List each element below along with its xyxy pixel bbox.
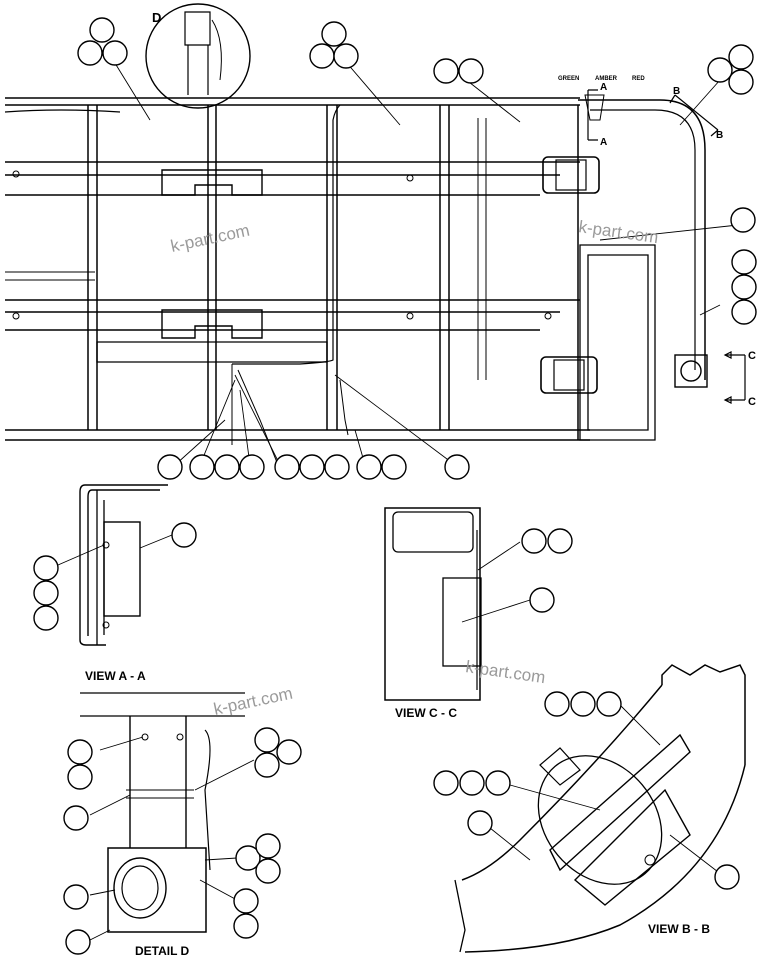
callout-circle-icon[interactable] (570, 691, 596, 717)
view-cc-title: VIEW C - C (395, 706, 457, 720)
callout-circle-icon[interactable] (529, 587, 555, 613)
callout-circle-icon[interactable] (254, 752, 280, 778)
callout-circle-icon[interactable] (321, 21, 347, 47)
callout-circle-icon[interactable] (63, 805, 89, 831)
callout-circle-icon[interactable] (276, 739, 302, 765)
callout-circle-icon[interactable] (233, 913, 259, 939)
section-a-top-label: A (600, 82, 607, 93)
view-bb-title: VIEW B - B (648, 922, 710, 936)
callout-circle-icon[interactable] (239, 454, 265, 480)
callout-circle-icon[interactable] (157, 454, 183, 480)
callout-circle-icon[interactable] (33, 605, 59, 631)
section-b-bottom-label: B (716, 130, 723, 141)
callout-circle-icon[interactable] (77, 40, 103, 66)
wire-red-label: RED (632, 76, 645, 82)
detail-d: DETAIL D (80, 692, 255, 958)
callout-circle-icon[interactable] (333, 43, 359, 69)
callout-circle-icon[interactable] (521, 528, 547, 554)
lamp-icon (542, 156, 600, 194)
lamp-icon (674, 354, 708, 388)
callout-circle-icon[interactable] (731, 299, 757, 325)
callout-circle-icon[interactable] (433, 770, 459, 796)
section-b-top-label: B (673, 86, 680, 97)
lamp-icon (540, 356, 598, 394)
callout-circle-icon[interactable] (596, 691, 622, 717)
callout-circle-icon[interactable] (67, 764, 93, 790)
callout-circle-icon[interactable] (444, 454, 470, 480)
watermark: k-part.com (212, 684, 294, 719)
view-a-a: VIEW A - A (57, 484, 173, 683)
lamp-icon (113, 857, 167, 919)
section-arrow-icon (723, 351, 732, 404)
detail-d-title: DETAIL D (135, 944, 190, 958)
section-c-bottom-label: C (748, 396, 756, 408)
wire-green-label: GREEN (558, 76, 579, 82)
callout-circle-icon[interactable] (714, 864, 740, 890)
view-aa-title: VIEW A - A (85, 669, 146, 683)
callout-circle-icon[interactable] (214, 454, 240, 480)
callout-circle-icon[interactable] (730, 207, 756, 233)
callout-circle-icon[interactable] (458, 58, 484, 84)
callout-circle-icon[interactable] (89, 17, 115, 43)
callout-circle-icon[interactable] (547, 528, 573, 554)
callout-circle-icon[interactable] (467, 810, 493, 836)
view-b-b: VIEW B - B (454, 664, 746, 953)
callout-circle-icon[interactable] (255, 858, 281, 884)
callout-circle-icon[interactable] (299, 454, 325, 480)
callout-circle-icon[interactable] (728, 44, 754, 70)
callout-circle-icon[interactable] (433, 58, 459, 84)
callout-circle-icon[interactable] (33, 555, 59, 581)
callout-circle-icon[interactable] (67, 739, 93, 765)
section-a-bottom-label: A (600, 137, 607, 148)
callout-circle-icon[interactable] (63, 884, 89, 910)
callout-circle-icon[interactable] (235, 845, 261, 871)
callout-circle-icon[interactable] (728, 69, 754, 95)
callout-circle-icon[interactable] (65, 929, 91, 955)
callout-circle-icon[interactable] (381, 454, 407, 480)
callout-circle-icon[interactable] (254, 727, 280, 753)
callout-circle-icon[interactable] (309, 43, 335, 69)
detail-d-marker: D (152, 10, 161, 25)
callout-circle-icon[interactable] (324, 454, 350, 480)
section-c-top-label: C (748, 350, 756, 362)
callout-circle-icon[interactable] (255, 833, 281, 859)
callout-circle-icon[interactable] (485, 770, 511, 796)
callout-circle-icon[interactable] (102, 40, 128, 66)
view-c-c: VIEW C - C (384, 507, 531, 720)
callout-circle-icon[interactable] (459, 770, 485, 796)
callout-group (33, 17, 757, 955)
callout-circle-icon[interactable] (233, 888, 259, 914)
callout-circle-icon[interactable] (731, 274, 757, 300)
callout-circle-icon[interactable] (707, 57, 733, 83)
watermark: k-part.com (577, 217, 659, 247)
callout-circle-icon[interactable] (33, 580, 59, 606)
callout-circle-icon[interactable] (171, 522, 197, 548)
main-frame-view: D A A B B C C GREEN AMBER RED (4, 3, 756, 471)
watermark: k-part.com (169, 221, 251, 256)
callout-circle-icon[interactable] (189, 454, 215, 480)
callout-circle-icon[interactable] (731, 249, 757, 275)
callout-circle-icon[interactable] (544, 691, 570, 717)
callout-circle-icon[interactable] (356, 454, 382, 480)
wire-amber-label: AMBER (595, 76, 618, 82)
callout-circle-icon[interactable] (274, 454, 300, 480)
